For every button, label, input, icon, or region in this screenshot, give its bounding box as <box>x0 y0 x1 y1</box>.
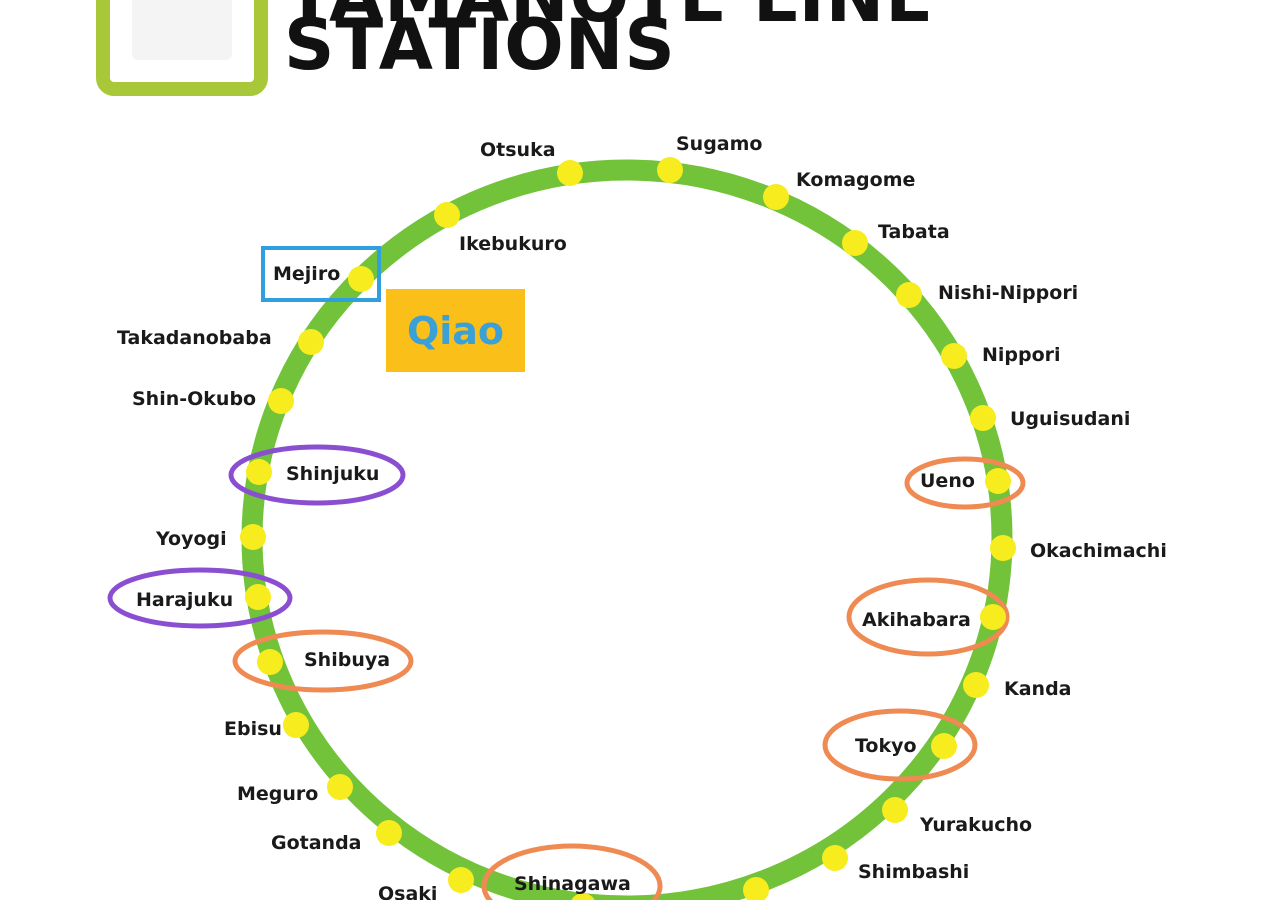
highlight-shinagawa <box>481 843 663 900</box>
station-dot-sugamo <box>657 157 683 183</box>
station-label-uguisudani: Uguisudani <box>1010 408 1130 430</box>
station-dot-kanda <box>963 672 989 698</box>
station-dot-shimbashi <box>822 845 848 871</box>
station-dot-uguisudani <box>970 405 996 431</box>
station-labels: Otsuka SugamoKomagomeTabataNishi-NipporiN… <box>117 133 1167 900</box>
highlight-shinjuku <box>228 444 406 506</box>
station-dot-akihabara <box>980 604 1006 630</box>
qiao-badge: Qiao <box>386 289 525 372</box>
station-dot-shin-okubo <box>268 388 294 414</box>
station-label-shibuya: Shibuya <box>304 649 390 671</box>
station-dot-okachimachi <box>990 535 1016 561</box>
station-dot-takadanobaba <box>298 329 324 355</box>
station-label-ikebukuro: Ikebukuro <box>459 233 567 255</box>
qiao-badge-text: Qiao <box>406 308 505 353</box>
station-label-ueno: Ueno <box>920 470 975 492</box>
station-dot-osaki <box>448 867 474 893</box>
logo-placeholder <box>132 0 232 60</box>
station-dot-ikebukuro <box>434 202 460 228</box>
station-dot-nishi-nippori <box>896 282 922 308</box>
station-dot-nippori <box>941 343 967 369</box>
highlight-akihabara <box>846 577 1010 657</box>
station-label-shinagawa: Shinagawa <box>514 873 631 895</box>
station-label-shimbashi: Shimbashi <box>858 861 969 883</box>
station-label-ebisu: Ebisu <box>224 718 282 740</box>
station-dot-shibuya <box>257 649 283 675</box>
station-dot-station-14 <box>743 877 769 900</box>
highlight-tokyo <box>822 708 978 782</box>
station-label-okachimachi: Okachimachi <box>1030 540 1167 562</box>
station-dot-otsuka <box>557 160 583 186</box>
station-dot-komagome <box>763 184 789 210</box>
highlight-shibuya <box>232 629 414 693</box>
station-label-tokyo: Tokyo <box>855 735 917 757</box>
station-label-gotanda: Gotanda <box>271 832 362 854</box>
station-label-takadanobaba: Takadanobaba <box>117 327 272 349</box>
station-label-komagome: Komagome <box>796 169 915 191</box>
station-label-harajuku: Harajuku <box>136 589 233 611</box>
highlight-mejiro <box>261 246 381 302</box>
station-dot-meguro <box>327 774 353 800</box>
station-label-shin-okubo: Shin-Okubo <box>132 388 256 410</box>
page-title-line-1: YAMANOTE LINE <box>284 0 934 32</box>
station-label-meguro: Meguro <box>237 783 318 805</box>
station-label-nippori: Nippori <box>982 344 1061 366</box>
station-dot-gotanda <box>376 820 402 846</box>
station-label-otsuka: Otsuka <box>480 139 556 161</box>
station-dot-mejiro <box>348 266 374 292</box>
highlight-layer <box>107 246 1026 900</box>
station-dot-ebisu <box>283 712 309 738</box>
station-label-mejiro: Mejiro <box>273 263 340 285</box>
station-label-nishi-nippori: Nishi-Nippori <box>938 282 1078 304</box>
station-label-yurakucho: Yurakucho <box>919 814 1032 836</box>
station-dots <box>240 157 1016 900</box>
station-dot-ueno <box>985 468 1011 494</box>
station-dot-shinjuku <box>246 459 272 485</box>
highlight-ueno <box>904 456 1026 510</box>
station-label-sugamo: Sugamo <box>676 133 762 155</box>
station-dot-tokyo <box>931 733 957 759</box>
highlight-harajuku <box>107 567 293 629</box>
station-label-osaki: Osaki <box>378 883 437 900</box>
station-dot-yoyogi <box>240 524 266 550</box>
station-dot-tabata <box>842 230 868 256</box>
station-dot-harajuku <box>245 584 271 610</box>
station-label-tabata: Tabata <box>878 221 950 243</box>
station-label-shinjuku: Shinjuku <box>286 463 379 485</box>
station-dot-yurakucho <box>882 797 908 823</box>
station-dot-shinagawa <box>571 893 595 900</box>
station-label-akihabara: Akihabara <box>862 609 971 631</box>
page-title-line-2: STATIONS <box>284 4 676 86</box>
logo-frame <box>96 0 268 96</box>
station-label-kanda: Kanda <box>1004 678 1072 700</box>
station-label-yoyogi: Yoyogi <box>155 528 227 550</box>
